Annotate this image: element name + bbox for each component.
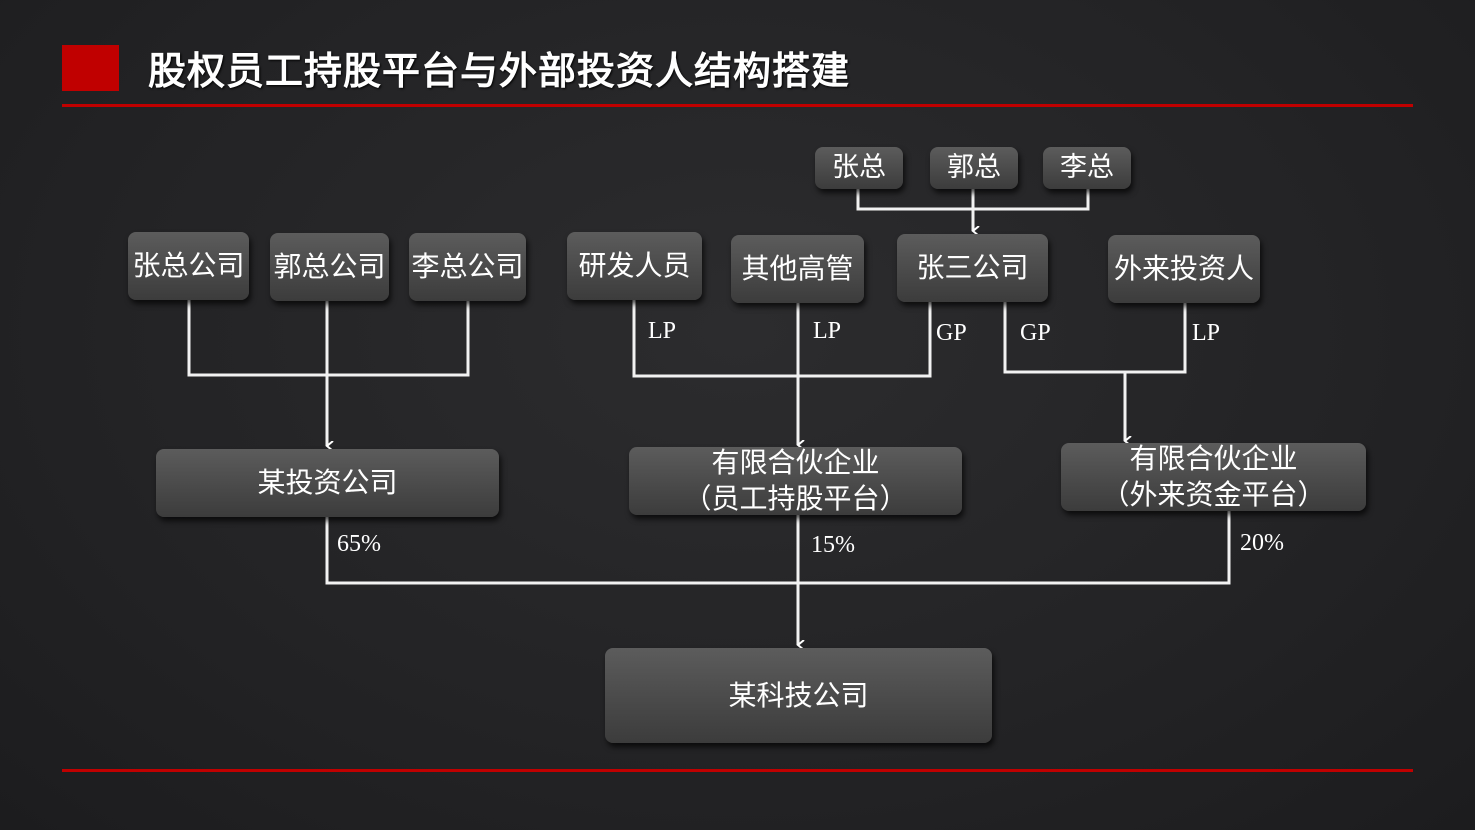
node-rd-staff: 研发人员: [567, 232, 702, 300]
node-other-exec: 其他高管: [731, 235, 864, 303]
label-exec-lp: LP: [813, 318, 842, 344]
connector-mid-bracket: [632, 300, 932, 378]
node-zhang: 张总: [815, 147, 903, 189]
node-esop-partnership: 有限合伙企业 （员工持股平台）: [629, 446, 962, 515]
connector-right-bracket: [1003, 302, 1187, 374]
label-esop-15: 15%: [811, 532, 855, 558]
ext-lp-line2: （外来资金平台）: [1101, 478, 1326, 511]
node-zhang-company: 张总公司: [128, 232, 249, 300]
node-zhangsan-company: 张三公司: [897, 234, 1048, 302]
label-zhangsan-gp-ext: GP: [1020, 320, 1051, 346]
esop-line1: 有限合伙企业: [711, 446, 880, 479]
top-divider: [62, 104, 1413, 107]
node-external-investor: 外来投资人: [1108, 235, 1260, 303]
label-rd-lp: LP: [648, 318, 677, 344]
node-investment-company: 某投资公司: [156, 449, 499, 517]
label-ext-lp: LP: [1192, 320, 1221, 346]
page-title: 股权员工持股平台与外部投资人结构搭建: [148, 49, 851, 93]
ext-lp-line1: 有限合伙企业: [1129, 442, 1298, 475]
node-guo-company: 郭总公司: [270, 233, 389, 301]
label-ext-20: 20%: [1240, 530, 1284, 556]
esop-line2: （员工持股平台）: [683, 482, 908, 515]
label-zhangsan-gp-esop: GP: [936, 320, 967, 346]
bottom-divider: [62, 769, 1413, 772]
node-guo: 郭总: [930, 147, 1018, 189]
label-invest-65: 65%: [337, 531, 381, 557]
node-li: 李总: [1043, 147, 1131, 189]
node-tech-company: 某科技公司: [605, 648, 992, 743]
node-external-fund-partnership: 有限合伙企业 （外来资金平台）: [1061, 442, 1366, 511]
connector-bottom-bracket: [325, 511, 1231, 585]
node-li-company: 李总公司: [409, 233, 526, 301]
title-marker: [62, 45, 119, 91]
